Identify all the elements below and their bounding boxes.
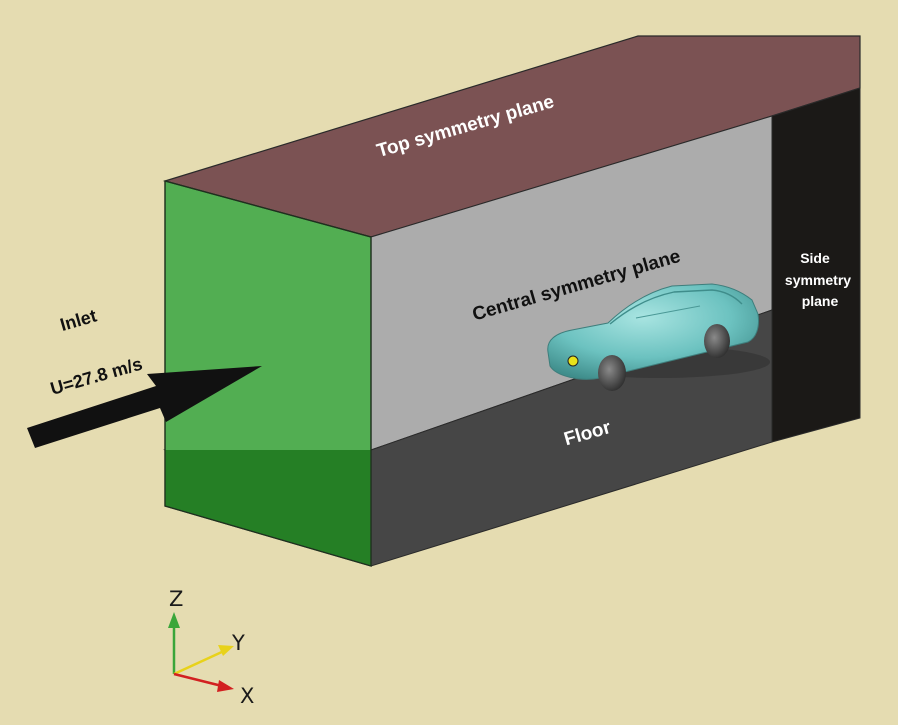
- car-model: [547, 283, 770, 391]
- rear-wheel-icon: [704, 324, 730, 358]
- x-axis-arrow-icon: [217, 680, 234, 692]
- side-plane-label-1: Side: [800, 250, 830, 266]
- inlet-label: Inlet: [58, 306, 99, 335]
- velocity-label: U=27.8 m/s: [48, 354, 144, 399]
- inflow-arrow-icon: [27, 366, 262, 448]
- z-axis-label: Z: [169, 587, 183, 611]
- z-axis-arrow-icon: [168, 612, 180, 628]
- inlet-lower-region: [165, 450, 371, 566]
- y-axis-label: Y: [231, 631, 245, 655]
- x-axis-label: X: [240, 684, 254, 708]
- coordinate-axes: Z Y X: [168, 587, 254, 708]
- headlight-icon: [567, 355, 579, 367]
- y-axis-arrow-icon: [218, 645, 234, 656]
- side-plane-label-2: symmetry: [785, 272, 851, 288]
- front-wheel-icon: [598, 355, 626, 391]
- side-plane-label-3: plane: [802, 293, 839, 309]
